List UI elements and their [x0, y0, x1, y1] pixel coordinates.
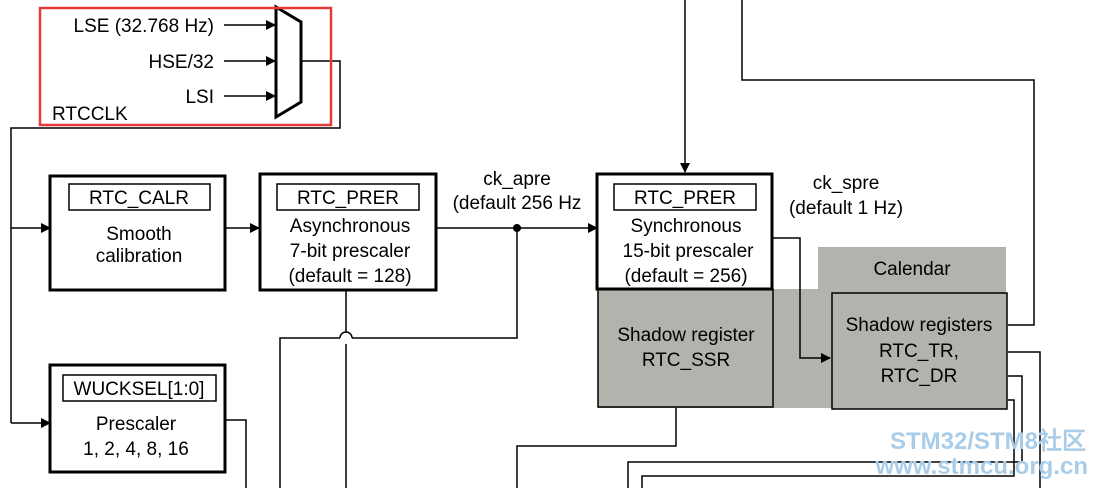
ssr-line1: Shadow register	[617, 325, 755, 346]
shadow-register-ssr-box	[597, 288, 774, 408]
wucksel-register-label: WUCKSEL[1:0]	[74, 379, 205, 400]
watermark-line2: www.stmcu.org.cn	[875, 453, 1088, 480]
sync-line2: 15-bit prescaler	[623, 241, 755, 262]
ck-spre-label: ck_spre	[813, 173, 880, 194]
wucksel-output-wire	[226, 419, 247, 488]
sync-prer-register-box	[613, 183, 757, 211]
lsi-label: LSI	[185, 87, 214, 108]
sync-line1: Synchronous	[631, 216, 742, 237]
ck-apre-label: ck_apre	[483, 169, 551, 190]
wucksel-register-box	[62, 374, 217, 402]
ck-spre-default: (default 1 Hz)	[789, 198, 903, 219]
calendar-line1: Shadow registers	[846, 315, 993, 336]
sync-prer-register-label: RTC_PRER	[634, 188, 736, 209]
calr-line1: Smooth	[106, 224, 171, 245]
clock-mux	[274, 4, 303, 120]
async-prer-register-box	[276, 183, 420, 211]
calendar-feedback-wire	[741, 0, 1035, 326]
async-prer-register-label: RTC_PRER	[297, 188, 399, 209]
rtcclk-label: RTCCLK	[52, 104, 128, 125]
async-line3: (default = 128)	[288, 266, 411, 287]
ck-apre-default: (default 256 Hz	[453, 193, 582, 214]
calr-register-box	[68, 183, 211, 211]
calendar-line2: RTC_TR,	[879, 341, 959, 362]
ck-apre-branch-wire	[279, 337, 340, 488]
calr-line2: calibration	[96, 246, 183, 267]
calendar-output-wire-3	[641, 399, 1015, 488]
wire-crossover	[339, 331, 353, 339]
calendar-output-wire-1	[1008, 351, 1041, 488]
calr-register-label: RTC_CALR	[89, 188, 189, 209]
ssr-output-wire	[516, 408, 677, 488]
wucksel-line1: Prescaler	[96, 414, 177, 435]
lse-label: LSE (32.768 Hz)	[74, 16, 214, 37]
ck-spre-wire	[773, 237, 831, 363]
clock-source-highlight	[38, 6, 333, 127]
hse-label: HSE/32	[149, 52, 214, 73]
calendar-title: Calendar	[873, 259, 951, 280]
watermark-line1: STM32/STM8社区	[890, 427, 1086, 455]
async-line2: 7-bit prescaler	[290, 241, 411, 262]
sync-line3: (default = 256)	[624, 266, 747, 287]
rtcclk-wire	[10, 60, 341, 423]
shadow-registers-tr-dr-box	[831, 292, 1008, 410]
async-line1: Asynchronous	[290, 216, 410, 237]
ssr-line2: RTC_SSR	[642, 350, 730, 371]
calendar-line3: RTC_DR	[881, 366, 958, 387]
ck-apre-to-ssr-wire	[352, 228, 518, 339]
calendar-output-wire-2	[627, 375, 1023, 488]
wucksel-line2: 1, 2, 4, 8, 16	[83, 439, 189, 460]
